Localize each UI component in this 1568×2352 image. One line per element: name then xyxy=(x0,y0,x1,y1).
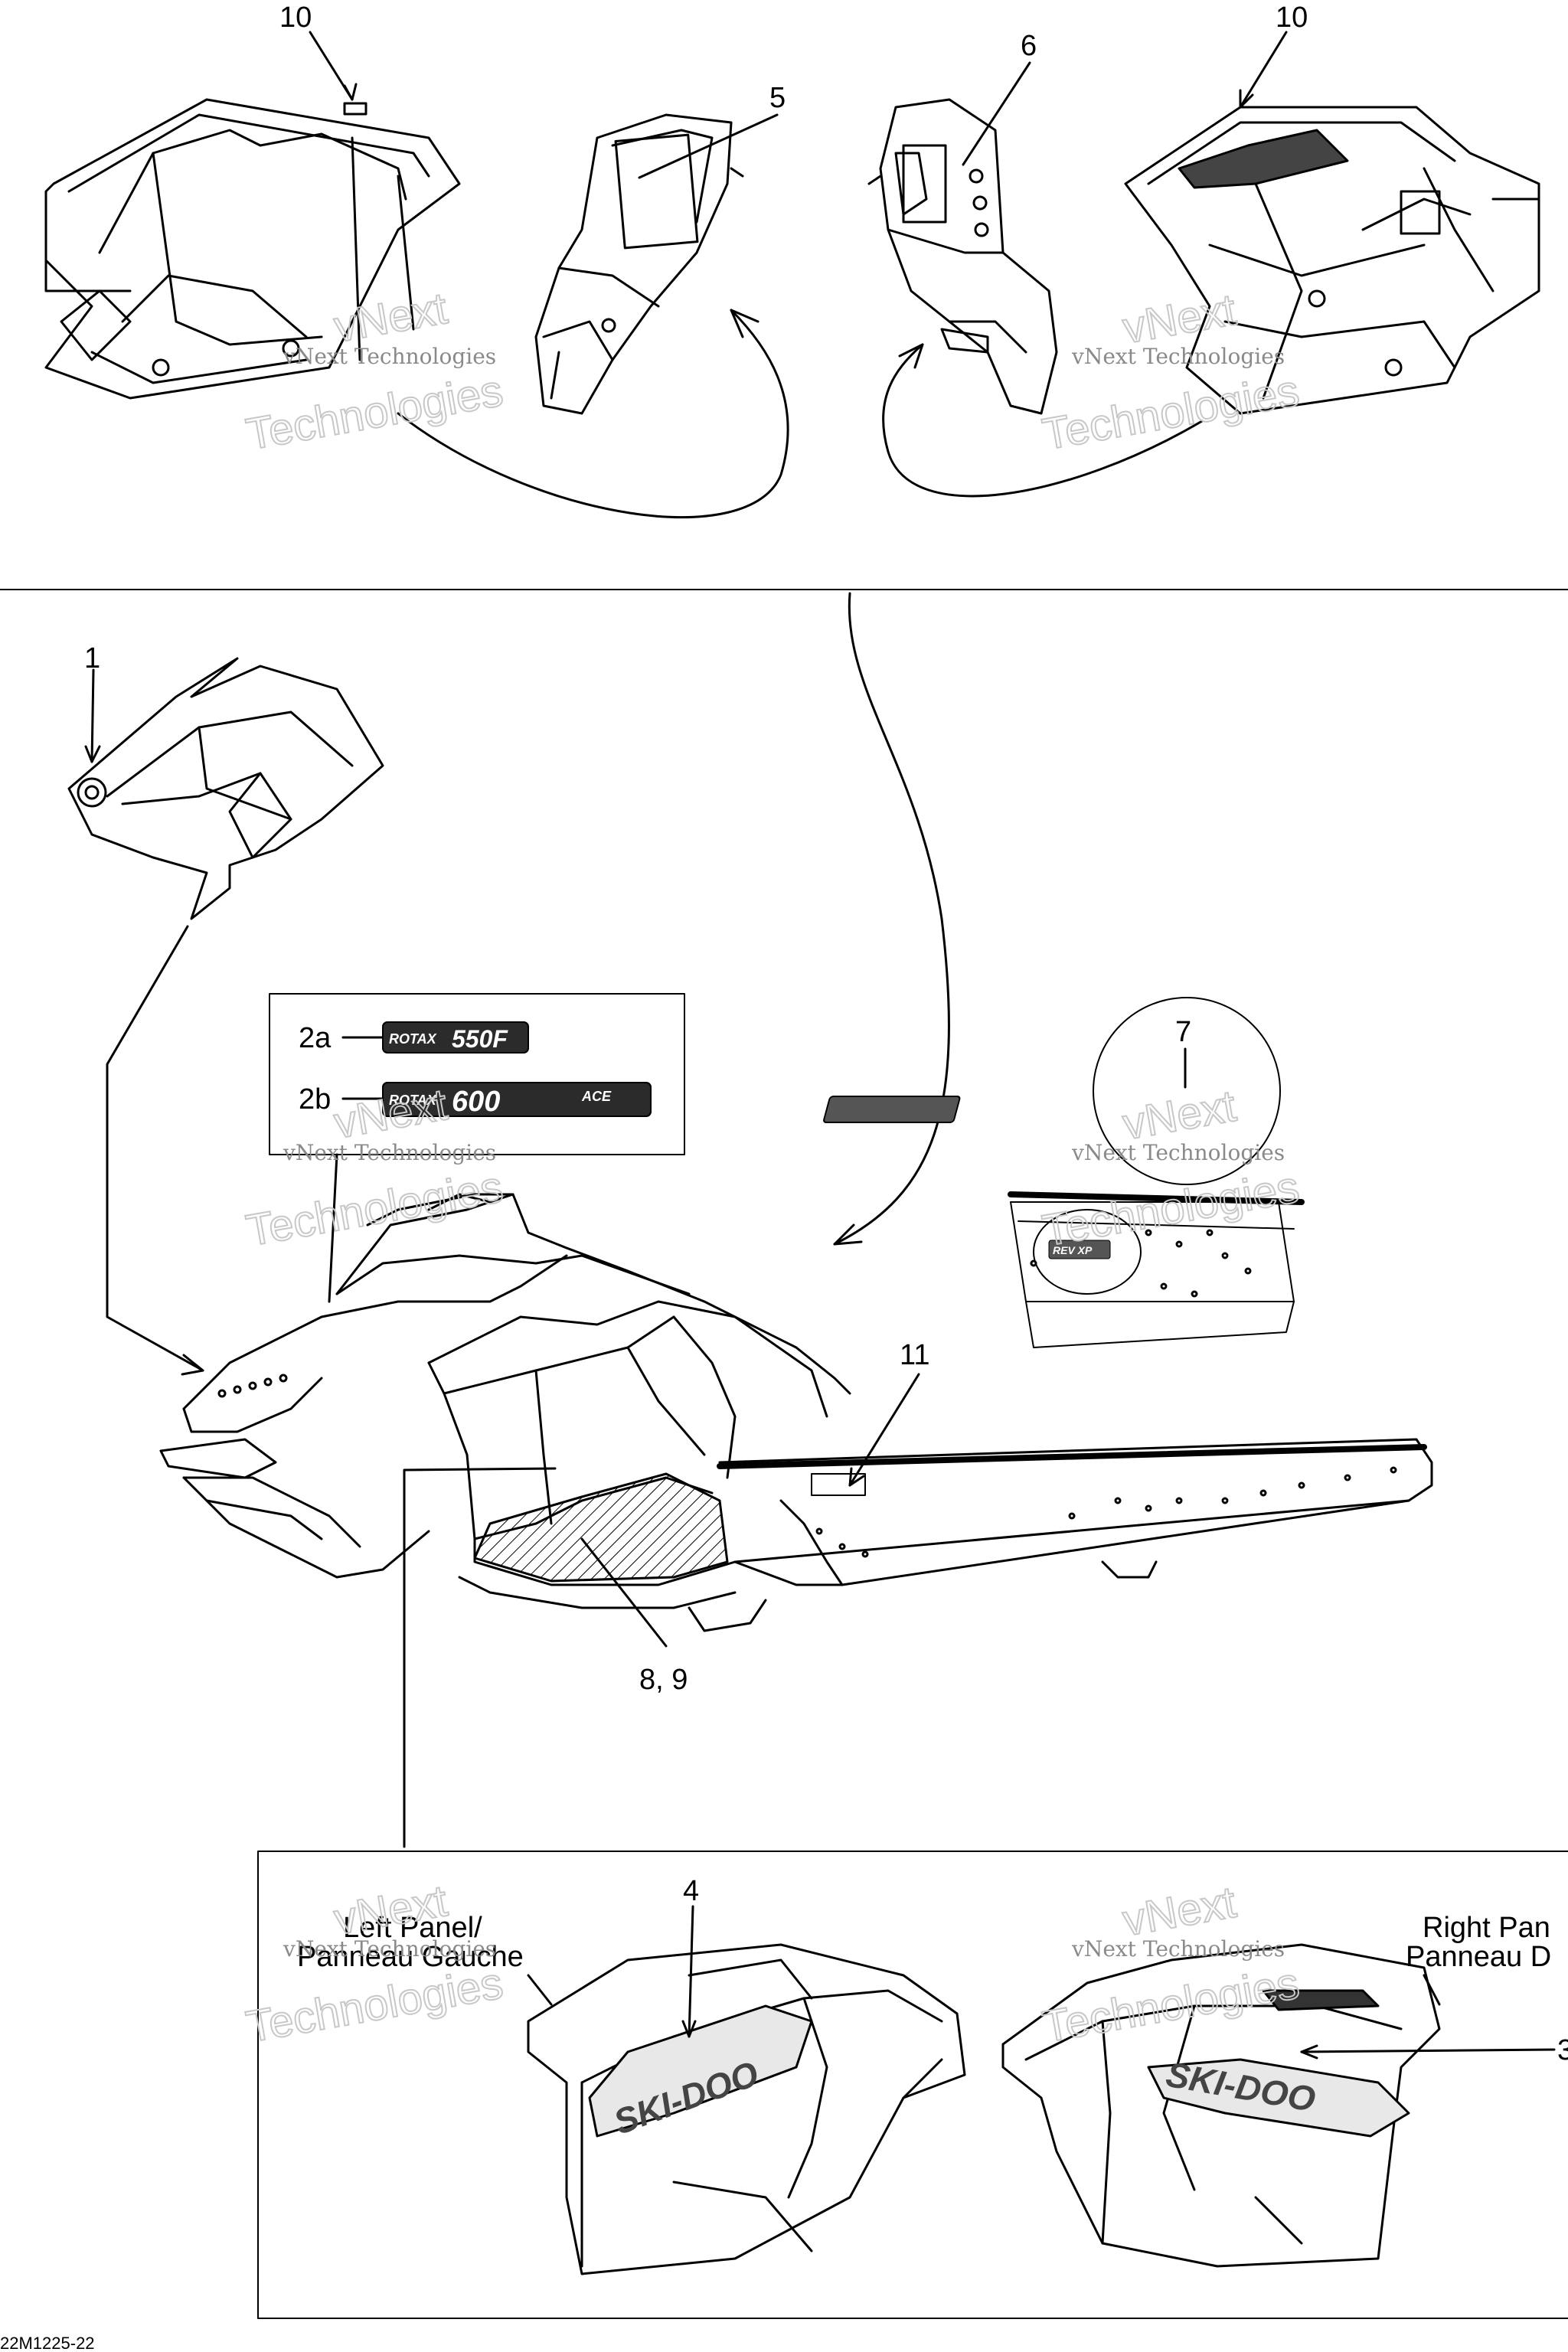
callout-2a: 2a xyxy=(299,1022,332,1054)
arrow-hood-to-body xyxy=(106,925,204,1372)
leader-5 xyxy=(638,113,779,179)
watermark-small-5: vNext Technologies xyxy=(283,1936,496,1962)
decal-7-logo: REV XP xyxy=(1129,1099,1203,1122)
leader-10-right xyxy=(1239,31,1288,109)
callout-3: 3 xyxy=(1557,2034,1568,2066)
decal-2b-suffix: ACE xyxy=(581,1089,612,1104)
callout-5: 5 xyxy=(769,82,786,114)
leader-left-panel xyxy=(527,1974,553,2006)
decal-7: REV XP xyxy=(823,1096,1203,1123)
watermark-small-4: vNext Technologies xyxy=(1071,1140,1285,1165)
inner-panel-part-5 xyxy=(534,113,744,415)
watermark-small-1: vNext Technologies xyxy=(283,344,496,369)
decal-7-small: REV XP xyxy=(1048,1240,1111,1259)
figure-code: 22M1225-22 xyxy=(0,2334,95,2352)
arrow-head-right xyxy=(898,343,924,369)
callout-10-left: 10 xyxy=(279,2,312,34)
side-panel-right-top xyxy=(1124,106,1540,415)
leader-right-panel xyxy=(1423,1974,1441,2006)
decal-2b-brand: ROTAX xyxy=(389,1093,437,1108)
decal-2a-model: 550F xyxy=(452,1025,508,1053)
callout-8-9: 8, 9 xyxy=(639,1664,688,1696)
callout-1: 1 xyxy=(84,642,100,675)
arrow-head-left xyxy=(730,309,760,338)
decal-7-small-logo: REV XP xyxy=(1053,1244,1093,1256)
right-panel-label-en: Right Pan xyxy=(1423,1912,1550,1944)
watermark-small-3: vNext Technologies xyxy=(283,1140,496,1165)
decal-2a-badge xyxy=(382,1021,529,1054)
side-panel-left-top xyxy=(44,98,461,400)
watermark-big-4b: Technologies xyxy=(1039,1161,1303,1256)
leader-2-to-hood xyxy=(328,1153,338,1303)
right-panel-label-fr: Panneau D xyxy=(1406,1941,1551,1973)
snowmobile-body xyxy=(159,1193,1433,1632)
leader-8-9 xyxy=(580,1537,668,1648)
decal-2b-badge xyxy=(382,1082,652,1117)
watermark-big-3a: vNext xyxy=(331,1080,451,1148)
revxp-tunnel-detail xyxy=(1008,1191,1305,1348)
revxp-detail-circle xyxy=(1093,997,1281,1185)
callout-11: 11 xyxy=(900,1339,929,1371)
callout-2b: 2b xyxy=(299,1083,331,1116)
left-panel-drawing xyxy=(527,1943,966,2275)
decal-2a: ROTAX 550F xyxy=(382,1021,529,1054)
leader-to-panels xyxy=(403,1467,557,1848)
watermark-big-1b: Technologies xyxy=(243,365,507,459)
arrow-curve-left xyxy=(397,309,789,518)
rotax-decal-box xyxy=(269,993,685,1155)
decal-2b-model: 600 xyxy=(452,1086,500,1118)
watermark-big-1a: vNext xyxy=(331,283,451,352)
callout-10-right: 10 xyxy=(1276,2,1308,34)
left-panel-label-en: Left Panel/ xyxy=(343,1912,482,1944)
hood-nose-part-1 xyxy=(67,657,384,920)
watermark-small-6: vNext Technologies xyxy=(1071,1936,1285,1962)
decal-7-badge xyxy=(823,1096,961,1123)
decal-2a-brand: ROTAX xyxy=(389,1031,437,1047)
leader-4 xyxy=(688,1905,694,2038)
panels-box xyxy=(257,1851,1568,2319)
leader-1 xyxy=(90,668,95,763)
arrow-curve-center xyxy=(833,592,950,1246)
callout-6: 6 xyxy=(1021,30,1037,62)
left-panel-label-fr: Panneau Gauche xyxy=(297,1941,524,1973)
watermarks: vNext Technologies vNext Technologies vN… xyxy=(242,283,1304,2053)
callout-7: 7 xyxy=(1175,1016,1191,1048)
watermark-big-2b: Technologies xyxy=(1039,365,1303,459)
right-panel-drawing xyxy=(1001,1943,1441,2268)
watermark-big-6b: Technologies xyxy=(1039,1958,1303,2052)
callout-4: 4 xyxy=(683,1875,699,1907)
watermark-big-3b: Technologies xyxy=(243,1161,507,1256)
watermark-small-2: vNext Technologies xyxy=(1071,344,1285,369)
leader-3 xyxy=(1300,2048,1556,2053)
leader-6 xyxy=(962,61,1031,166)
inner-panel-part-6 xyxy=(867,98,1058,415)
decal-2b: ROTAX 600 ACE xyxy=(382,1082,652,1118)
decal-7-small-badge xyxy=(1048,1240,1111,1259)
leader-11 xyxy=(848,1373,920,1487)
arrow-curve-right xyxy=(882,343,1204,498)
